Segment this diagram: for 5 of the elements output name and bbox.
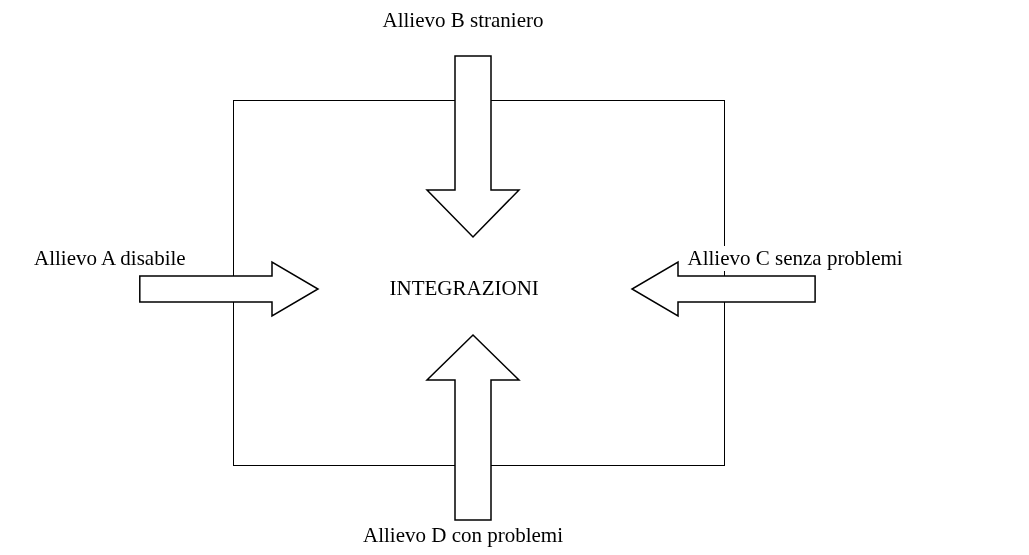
- block-arrow: [139, 260, 320, 318]
- block-arrow: [425, 333, 521, 521]
- block-arrow: [425, 55, 521, 239]
- block-arrow: [630, 260, 816, 318]
- student-label: Allievo C senza problemi: [687, 245, 903, 271]
